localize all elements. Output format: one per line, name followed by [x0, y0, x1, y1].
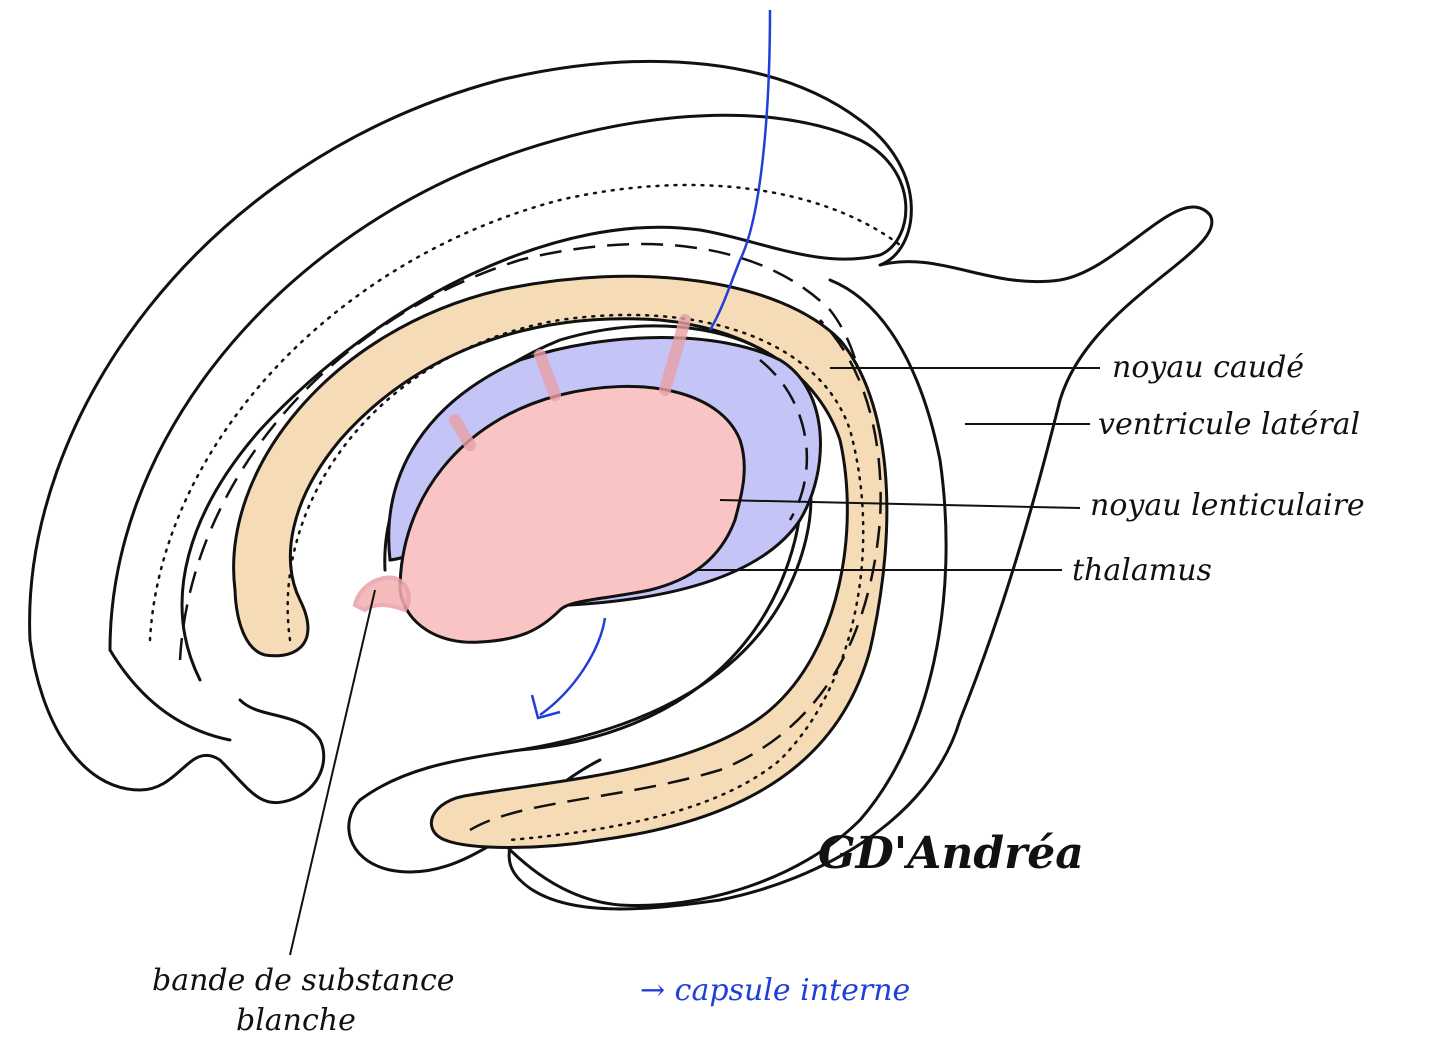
- label-white-band-line1: bande de substance: [152, 963, 455, 998]
- capsule-arrow-head: [532, 695, 560, 718]
- label-white-band-line2: blanche: [236, 1003, 356, 1038]
- capsule-arrow-vertical: [710, 10, 770, 330]
- white-band-bridge: [355, 577, 409, 610]
- capsule-arrow-curved: [540, 618, 605, 715]
- label-internal-capsule: → capsule interne: [640, 973, 910, 1008]
- label-thalamus: thalamus: [1072, 553, 1212, 588]
- hemisphere-lower-fold: [110, 650, 230, 740]
- label-lentiform-nucleus: noyau lenticulaire: [1090, 488, 1365, 523]
- label-lateral-ventricle: ventricule latéral: [1098, 407, 1360, 442]
- label-caudate-nucleus: noyau caudé: [1112, 350, 1304, 385]
- signature: GD'Andréa: [818, 828, 1084, 879]
